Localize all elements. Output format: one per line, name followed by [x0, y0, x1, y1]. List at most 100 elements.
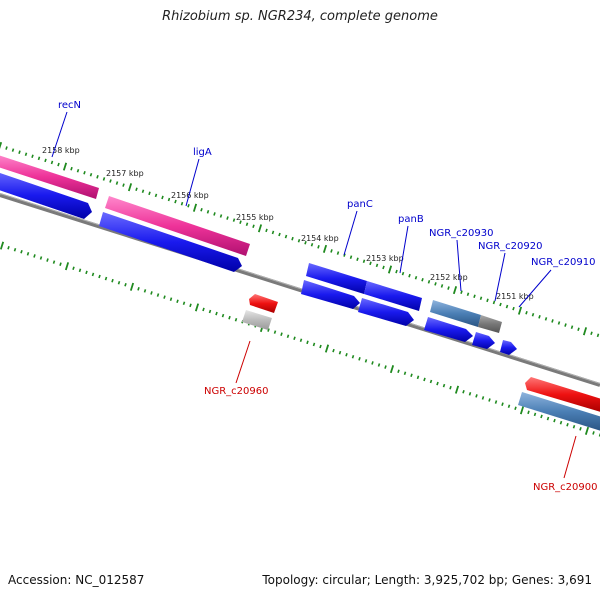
gene-label-ligA[interactable]: ligA — [193, 147, 212, 158]
minor-tick — [176, 299, 179, 303]
gene-label-NGR_c20900[interactable]: NGR_c20900 — [533, 482, 598, 493]
minor-tick — [401, 271, 405, 276]
minor-tick — [330, 249, 333, 253]
leader-line-panC — [343, 210, 358, 256]
minor-tick — [141, 189, 145, 194]
minor-tick — [20, 250, 23, 254]
scale-label: 2152 kbp — [430, 273, 468, 282]
minor-tick — [317, 245, 320, 249]
minor-tick — [377, 363, 381, 367]
gene-steel-reverse-feature[interactable] — [518, 392, 600, 431]
minor-tick — [297, 238, 301, 243]
minor-tick — [527, 410, 530, 415]
gene-blue-1-feature[interactable] — [0, 171, 92, 219]
minor-tick — [371, 361, 374, 365]
gene-blue-2-feature[interactable] — [99, 212, 242, 272]
minor-tick — [442, 383, 446, 388]
minor-tick — [31, 154, 34, 159]
major-tick — [454, 385, 460, 394]
minor-tick — [351, 355, 355, 359]
minor-tick — [310, 243, 314, 247]
leader-line-NGR_c20900 — [563, 435, 577, 479]
gene-recN-feature[interactable] — [0, 154, 99, 199]
minor-tick — [91, 272, 95, 277]
gene-ligA-feature[interactable] — [105, 196, 250, 256]
gene-NGR_c20960-feature[interactable] — [249, 294, 278, 313]
gene-blue-3-feature[interactable] — [301, 280, 360, 309]
scale-label: 2154 kbp — [301, 234, 339, 243]
gene-panC-feature[interactable] — [306, 263, 367, 294]
gene-NGR_c20920-feature[interactable] — [478, 315, 502, 333]
minor-tick — [228, 315, 231, 320]
scale-label: 2156 kbp — [171, 191, 209, 200]
minor-tick — [215, 311, 218, 316]
gene-NGR_c20930-feature[interactable] — [430, 300, 481, 327]
minor-tick — [403, 371, 407, 376]
minor-tick — [473, 294, 476, 299]
minor-tick — [421, 278, 424, 282]
minor-tick — [271, 230, 275, 235]
minor-tick — [306, 340, 309, 345]
minor-tick — [278, 232, 281, 237]
gene-label-NGR_c20910[interactable]: NGR_c20910 — [531, 257, 596, 268]
label-leaders — [51, 111, 577, 479]
minor-tick — [384, 365, 387, 369]
scale-label: 2155 kbp — [236, 213, 274, 222]
minor-tick — [429, 379, 433, 384]
scale-label: 2151 kbp — [496, 292, 534, 301]
minor-tick — [416, 375, 420, 380]
major-tick — [0, 141, 3, 149]
gene-label-panC[interactable]: panC — [347, 199, 373, 210]
gene-label-NGR_c20920[interactable]: NGR_c20920 — [478, 241, 543, 252]
minor-tick — [208, 309, 212, 314]
gene-blue-4-feature[interactable] — [358, 298, 414, 326]
minor-tick — [557, 321, 561, 325]
minor-tick — [479, 296, 483, 301]
gene-label-NGR_c20930[interactable]: NGR_c20930 — [429, 228, 494, 239]
minor-tick — [154, 193, 158, 198]
minor-tick — [174, 199, 177, 204]
minor-tick — [189, 303, 192, 308]
genome-backbone-highlight — [0, 193, 600, 384]
major-tick — [584, 426, 590, 435]
minor-tick — [512, 306, 515, 311]
minor-tick — [85, 270, 88, 275]
minor-tick — [202, 307, 205, 312]
gene-label-recN[interactable]: recN — [58, 100, 81, 111]
minor-tick — [559, 420, 563, 425]
minor-tick — [13, 247, 17, 252]
minor-tick — [122, 183, 125, 187]
major-tick — [389, 365, 395, 374]
scale-label: 2158 kbp — [42, 146, 80, 155]
gene-blue-6-feature[interactable] — [472, 332, 495, 349]
minor-tick — [544, 317, 548, 321]
minor-tick — [273, 330, 277, 334]
gene-label-NGR_c20960[interactable]: NGR_c20960 — [204, 386, 269, 397]
gene-NGR_c20900-feature[interactable] — [525, 377, 600, 412]
gene-label-panB[interactable]: panB — [398, 214, 424, 225]
minor-tick — [475, 394, 478, 398]
gene-grey-reverse-feature[interactable] — [242, 310, 272, 330]
minor-tick — [291, 236, 294, 241]
major-tick — [322, 244, 328, 253]
minor-tick — [592, 431, 595, 435]
minor-tick — [427, 280, 431, 284]
minor-tick — [52, 260, 56, 264]
gene-panB-feature[interactable] — [364, 281, 422, 311]
minor-tick — [349, 255, 353, 259]
minor-tick — [232, 218, 236, 222]
minor-tick — [50, 160, 54, 165]
minor-tick — [343, 253, 346, 257]
minor-tick — [124, 282, 127, 287]
minor-tick — [46, 258, 49, 262]
gene-NGR_c20910-feature[interactable] — [500, 340, 517, 355]
minor-tick — [221, 313, 225, 318]
minor-tick — [546, 416, 550, 421]
minor-tick — [150, 291, 153, 295]
minor-tick — [11, 148, 15, 152]
major-tick — [452, 286, 458, 295]
minor-tick — [284, 234, 288, 239]
minor-tick — [570, 325, 574, 329]
gene-blue-5-feature[interactable] — [424, 317, 473, 342]
